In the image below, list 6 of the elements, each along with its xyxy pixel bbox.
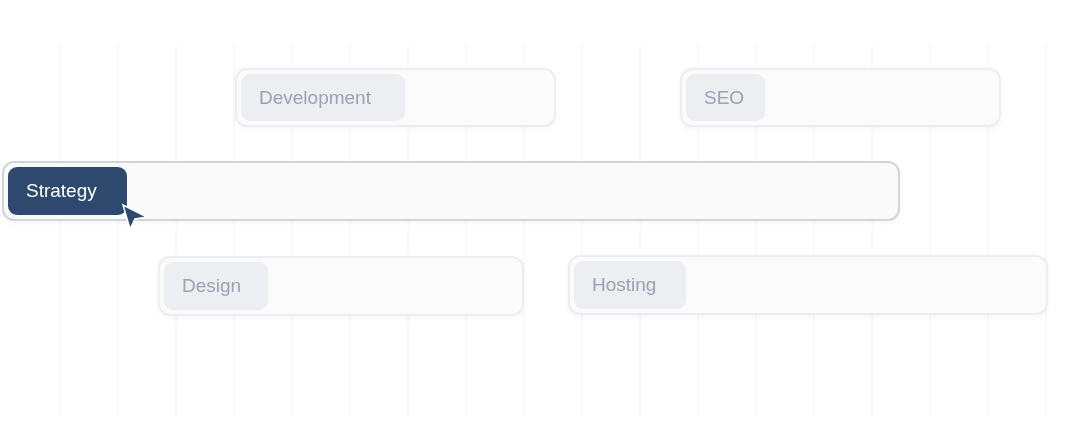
task-tag: SEO [686, 74, 765, 121]
task-tag: Development [241, 74, 405, 121]
task-tag: Design [164, 262, 268, 310]
task-tag: Strategy [8, 167, 127, 215]
task-tag: Hosting [574, 261, 686, 309]
timeline-bar [2, 161, 900, 221]
